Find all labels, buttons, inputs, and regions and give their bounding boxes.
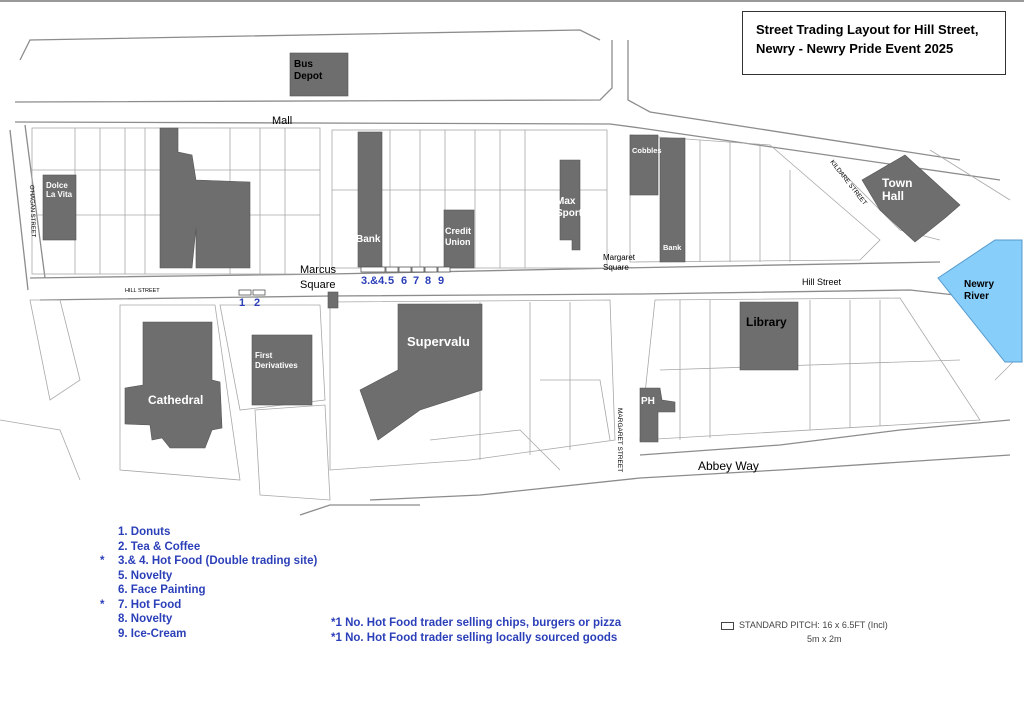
- supervalu-label: Supervalu: [407, 334, 470, 349]
- cathedral-label: Cathedral: [148, 393, 203, 407]
- pitch-8-marker: [424, 266, 438, 273]
- pitch-7-marker: [411, 266, 425, 273]
- first-derivatives-building: [251, 334, 313, 406]
- margaret-street-label: MARGARET STREET: [616, 408, 623, 472]
- credit-union-building: [443, 209, 475, 269]
- pitch-markers: [238, 266, 451, 296]
- max-sports-building: [559, 159, 581, 251]
- bank-left-building: [357, 131, 383, 268]
- pitch-number-1: 1: [239, 297, 245, 309]
- pitch-number-2: 2: [254, 297, 260, 309]
- large-block-building: [159, 127, 251, 269]
- kildare-street-label: KILDARE STREET: [828, 159, 868, 207]
- block-outlines: [0, 127, 1016, 501]
- ohagan-street-label: O'HAGAN STREET: [28, 185, 36, 238]
- map-title-line-2: Newry - Newry Pride Event 2025: [756, 41, 954, 56]
- pitch-2-marker: [252, 289, 266, 296]
- pitch-number-6: 6: [401, 275, 407, 287]
- bank-right-building: [659, 137, 686, 263]
- dolce-la-vita-building: [42, 174, 77, 241]
- abbey-way-label: Abbey Way: [698, 459, 759, 473]
- pitch-icon: [721, 621, 734, 630]
- bank-left-label: Bank: [356, 234, 381, 245]
- bus-depot-building: [289, 52, 349, 97]
- pitch-9-marker: [437, 266, 451, 273]
- margaret-square-label: Margaret Square: [603, 253, 637, 272]
- pitch-key: STANDARD PITCH: 16 x 6.5FT (Incl) 5m x 2…: [721, 618, 888, 646]
- note-line: *1 No. Hot Food trader selling locally s…: [331, 632, 618, 644]
- pitch-5-marker: [385, 266, 399, 273]
- library-label: Library: [746, 315, 787, 329]
- cobbles-label: Cobbles: [632, 146, 662, 155]
- pitch-number-3-4: 3.&4.: [361, 275, 387, 287]
- mall-road: [14, 29, 1001, 181]
- map-title-line-1: Street Trading Layout for Hill Street,: [756, 22, 979, 37]
- bank-right-label: Bank: [663, 243, 682, 252]
- cobbles-building: [629, 134, 659, 196]
- abbey-way-road: [299, 419, 1011, 516]
- pitch-number-8: 8: [425, 275, 431, 287]
- cathedral-building: [124, 321, 223, 449]
- marcus-square-label: Marcus Square: [300, 264, 339, 291]
- town-hall-building: [861, 154, 961, 243]
- hill-street-small-label: HILL STREET: [125, 288, 160, 294]
- note-line: *1 No. Hot Food trader selling chips, bu…: [331, 617, 622, 629]
- hot-food-notes: *1 No. Hot Food trader selling chips, bu…: [331, 616, 621, 646]
- hill-street-label: Hill Street: [802, 277, 842, 287]
- supervalu-building: [359, 303, 483, 441]
- library-building: [739, 301, 799, 371]
- hill-street-road: [9, 124, 1001, 301]
- newry-river: [937, 239, 1023, 363]
- mall-label: Mall: [272, 115, 292, 127]
- pitch-6-marker: [398, 266, 412, 273]
- pitch-key-line-2: 5m x 2m: [807, 634, 842, 644]
- pitch-number-7: 7: [413, 275, 419, 287]
- pitch-3-4-marker: [360, 266, 386, 273]
- pitch-number-5: 5: [388, 275, 394, 287]
- ph-building: [639, 387, 676, 443]
- pitch-key-line-1: STANDARD PITCH: 16 x 6.5FT (Incl): [739, 620, 888, 630]
- pitch-number-9: 9: [438, 275, 444, 287]
- ph-label: PH: [641, 396, 655, 407]
- kiosk-building: [327, 291, 339, 309]
- pitch-1-marker: [238, 289, 252, 296]
- buildings: [42, 52, 961, 449]
- map-title-box: Street Trading Layout for Hill Street, N…: [742, 11, 1006, 75]
